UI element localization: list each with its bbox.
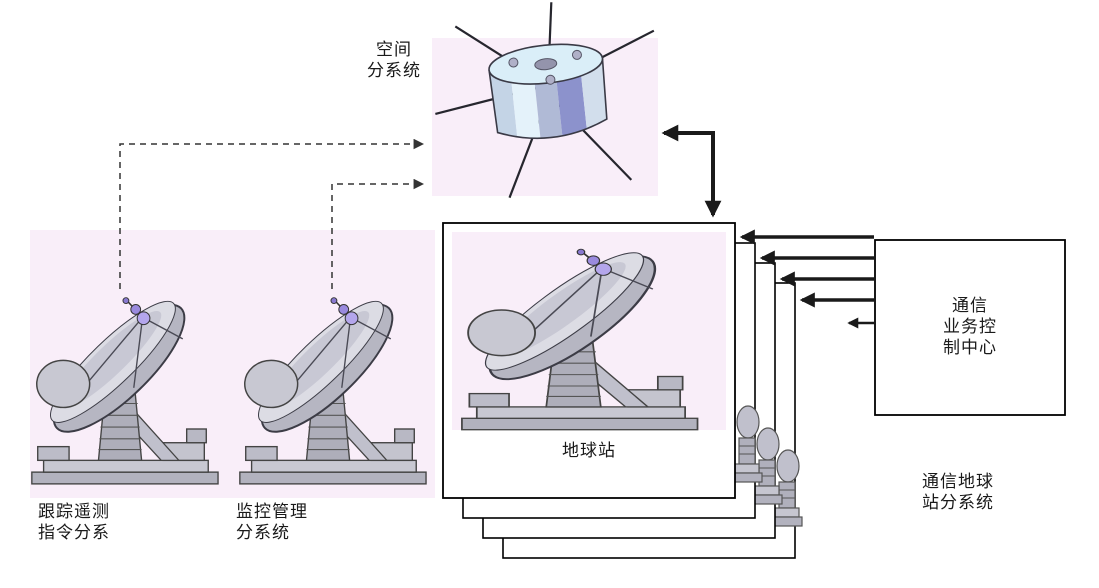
label-comm-service-control-center: 通信 业务控 制中心 (943, 296, 997, 357)
control-center-box (874, 239, 1066, 416)
label-space-subsystem: 空间 分系统 (367, 40, 421, 80)
label-monitoring-management-subsystem: 监控管理 分系统 (236, 502, 308, 542)
label-tracking-telemetry-command-subsystem: 跟踪遥测 指令分系 (38, 502, 110, 542)
satellite-icon (435, 2, 655, 199)
dashed-arrow-tracking-to-satellite (119, 138, 425, 289)
control-center-arrows (739, 229, 874, 329)
dashed-arrow-monitoring-to-satellite (331, 178, 425, 289)
earth-station-box-front (442, 222, 736, 499)
label-comm-earth-station-subsystem: 通信地球 站分系统 (922, 472, 994, 512)
label-earth-station: 地球站 (562, 441, 616, 460)
arrow-satellite-earth-station (661, 124, 722, 218)
